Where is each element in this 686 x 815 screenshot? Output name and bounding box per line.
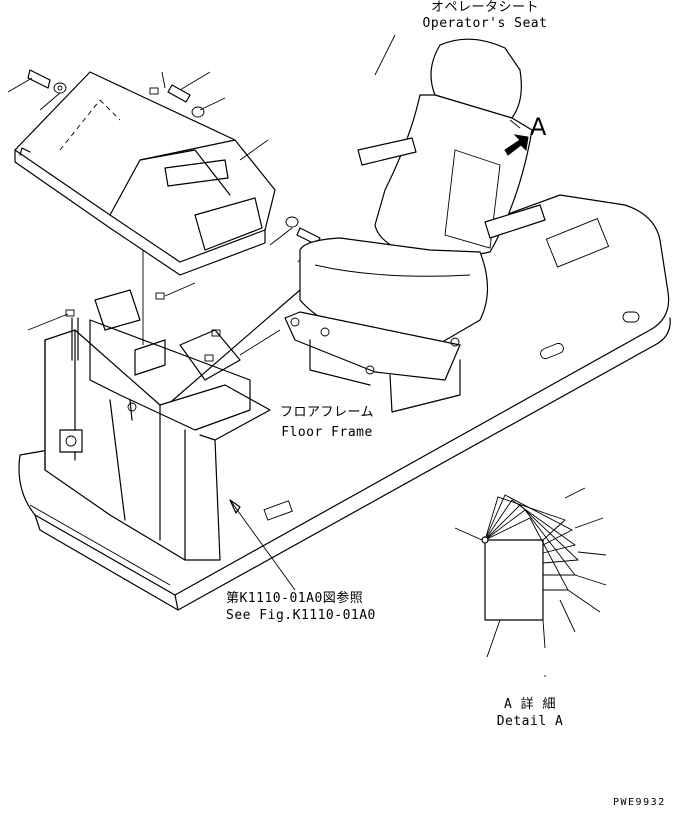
frame-label-jp: フロアフレーム <box>279 405 375 420</box>
drawing-code: PWE9932 <box>613 797 666 808</box>
detail-a-sheets <box>454 487 607 677</box>
detail-label-jp: A 詳 細 <box>504 697 556 712</box>
console-cover <box>14 71 276 276</box>
ref-label-en: See Fig.K1110-01A0 <box>226 608 376 623</box>
seat-label-en: Operator's Seat <box>422 16 548 31</box>
detail-label-en: Detail A <box>496 714 564 729</box>
frame-label-en: Floor Frame <box>281 425 373 440</box>
seat-label-jp: オペレータシート <box>430 0 539 15</box>
ref-label-jp: 第K1110-01A0図参照 <box>226 591 364 606</box>
view-a-label: A <box>530 113 547 141</box>
operator-seat <box>284 38 546 413</box>
center-pedestal <box>44 289 271 561</box>
